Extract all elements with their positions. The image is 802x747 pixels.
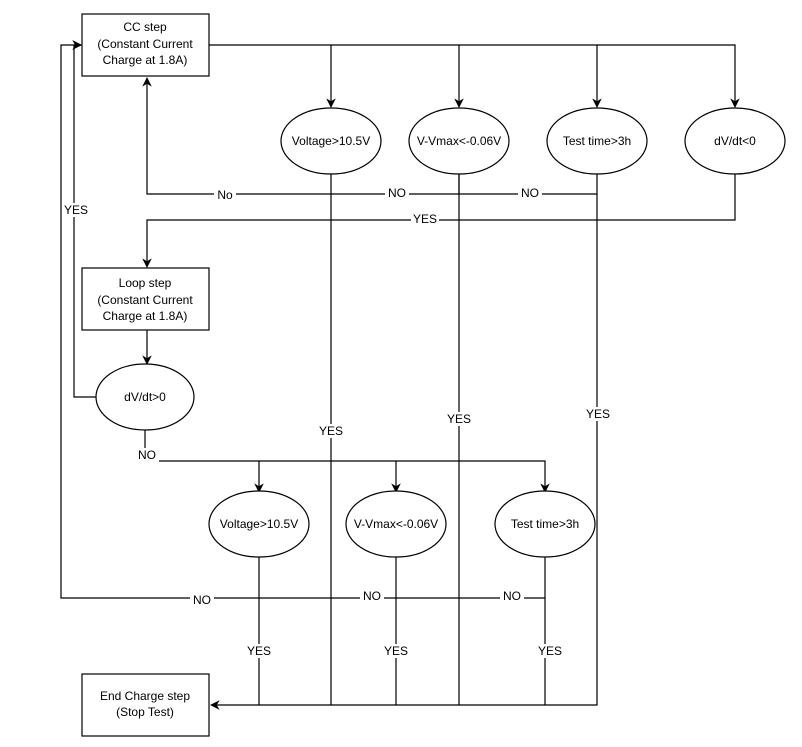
edge-no-to-vmax-2: [259, 460, 401, 493]
edge-label-no-dvdt-pos: NO: [138, 448, 156, 462]
edge-time1-yes: [210, 194, 598, 710]
edge-cc-to-dvdt-neg: [597, 44, 740, 108]
edge-cc-to-time-1: [459, 44, 602, 108]
edge-dvdt-pos-yes: [72, 40, 96, 398]
edge-no-return-2: [60, 40, 546, 599]
dvdt-neg-condition-label: dV/dt<0: [714, 134, 756, 148]
voltage-condition-1: [280, 107, 382, 175]
edge-label-no-5: NO: [363, 589, 381, 603]
edge-label-yes-voltage-1: YES: [319, 424, 343, 438]
loop-step-line-3: Charge at 1.8A): [103, 309, 188, 323]
voltage-condition-1-label: Voltage>10.5V: [292, 134, 370, 148]
edge-label-yes-vmax-1: YES: [447, 412, 471, 426]
edge-dvdt-pos-no: [144, 430, 264, 493]
edge-no-to-time-2: [396, 460, 550, 493]
vmax-condition-2-label: V-Vmax<-0.06V: [354, 517, 438, 531]
dvdt-pos-condition: [95, 363, 195, 431]
end-step-line-1: End Charge step: [100, 689, 190, 703]
time-condition-2-label: Test time>3h: [511, 517, 579, 531]
edge-no-return-1: [142, 77, 598, 195]
cc-step-line-3: Charge at 1.8A): [103, 53, 188, 67]
edge-label-no-3: NO: [521, 186, 539, 200]
edge-label-yes-vmax-2: YES: [384, 644, 408, 658]
edge-label-no-6: NO: [503, 589, 521, 603]
cc-step-line-2: (Constant Current: [97, 37, 193, 51]
edge-cc-to-vmax-1: [331, 44, 464, 108]
loop-step-box: [81, 267, 210, 331]
edge-label-yes-time-1: YES: [586, 407, 610, 421]
loop-step-line-2: (Constant Current: [97, 293, 193, 307]
loop-step-line-1: Loop step: [119, 276, 172, 290]
voltage-condition-2-label: Voltage>10.5V: [220, 517, 298, 531]
edge-label-no-2: NO: [388, 186, 406, 200]
edge-dvdt-neg-yes: [142, 174, 736, 268]
edge-label-yes-time-2: YES: [538, 644, 562, 658]
edge-label-yes-dvdt-neg: YES: [413, 212, 437, 226]
end-step-box: [81, 673, 210, 737]
vmax-condition-1: [408, 107, 510, 175]
edge-label-yes-voltage-2: YES: [247, 644, 271, 658]
dvdt-pos-condition-label: dV/dt>0: [124, 390, 166, 404]
vmax-condition-2: [345, 490, 447, 558]
time-condition-2: [494, 490, 596, 558]
time-condition-1-label: Test time>3h: [563, 134, 631, 148]
end-step-line-2: (Stop Test): [116, 705, 174, 719]
cc-step-box: [81, 13, 210, 77]
edge-label-yes-loop-back: YES: [64, 203, 88, 217]
edge-cc-to-voltage-1: [209, 44, 336, 108]
edge-label-no-1: No: [217, 188, 233, 202]
voltage-condition-2: [208, 490, 310, 558]
vmax-condition-1-label: V-Vmax<-0.06V: [417, 134, 501, 148]
cc-step-line-1: CC step: [123, 20, 167, 34]
edge-label-no-4: NO: [193, 593, 211, 607]
time-condition-1: [546, 107, 648, 175]
dvdt-neg-condition: [684, 107, 786, 175]
